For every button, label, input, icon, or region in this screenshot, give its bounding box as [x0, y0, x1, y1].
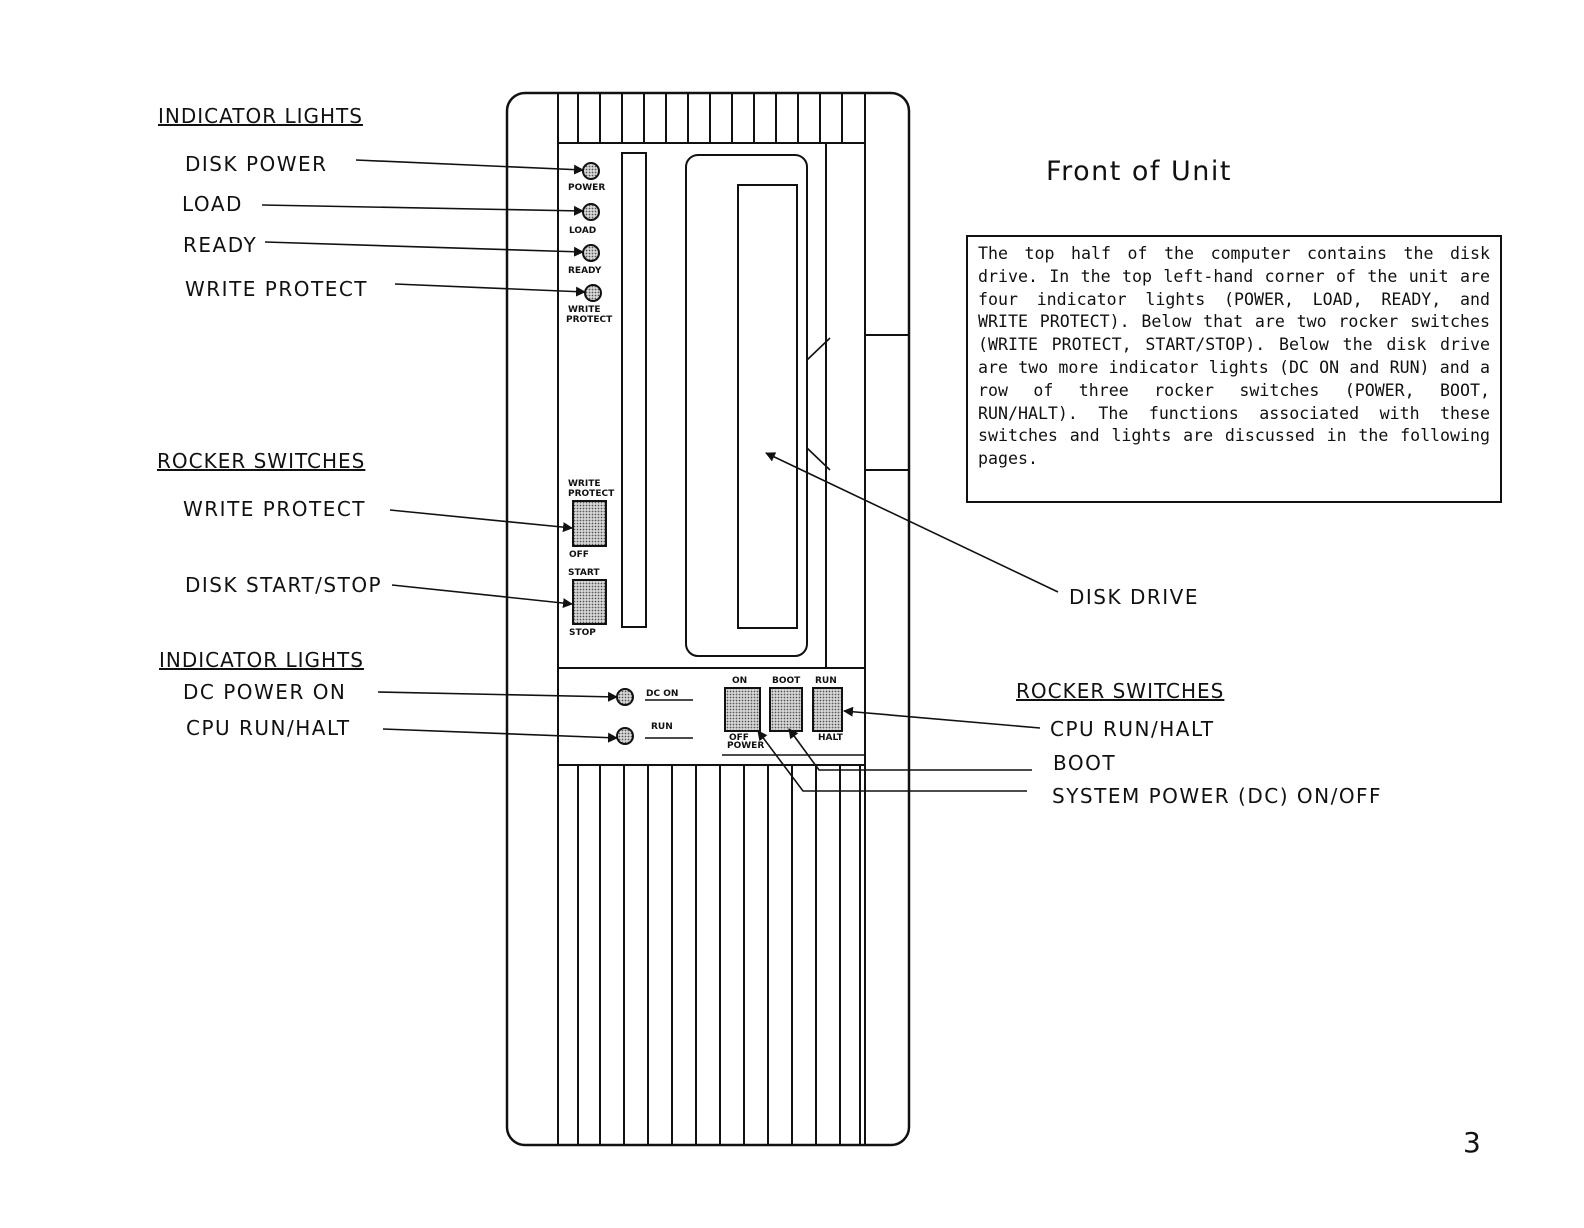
panel-label-write: WRITE: [568, 305, 601, 315]
callout-write-protect-switch: WRITE PROTECT: [183, 497, 366, 521]
panel-label-run: RUN: [651, 722, 673, 732]
side-cutout: [864, 334, 909, 471]
panel-label-stop: STOP: [569, 628, 596, 638]
callout-write-protect-light: WRITE PROTECT: [185, 277, 368, 301]
run-lamp: [616, 727, 634, 745]
disk-start-stop-switch[interactable]: [572, 579, 607, 625]
cpu-run-halt-switch[interactable]: [812, 687, 843, 732]
bottom-vents: [577, 765, 861, 1145]
boot-switch[interactable]: [769, 687, 803, 732]
dc-on-lamp: [616, 688, 634, 706]
indicator-channel: [621, 152, 647, 628]
panel-label-run-top: RUN: [815, 676, 837, 686]
page-number: 3: [1463, 1126, 1481, 1159]
panel-label-wp-top2: PROTECT: [568, 489, 615, 499]
top-indicator-lamps: [582, 162, 602, 302]
system-power-switch[interactable]: [724, 687, 761, 732]
disk-drive-leader: [765, 452, 1059, 593]
panel-label-dc-on: DC ON: [646, 689, 678, 699]
callout-ready: READY: [183, 233, 257, 257]
callout-disk-drive: DISK DRIVE: [1069, 585, 1199, 609]
panel-label-off-bottom: OFF: [729, 733, 749, 743]
panel-label-wp-top1: WRITE: [568, 479, 601, 489]
group-rocker-switches-left: ROCKER SWITCHES: [157, 449, 365, 473]
page-title: Front of Unit: [1046, 156, 1232, 187]
cabinet: [505, 91, 911, 1147]
description-box: The top half of the computer contains th…: [966, 235, 1502, 503]
control-strip: [558, 667, 865, 766]
panel-label-protect: PROTECT: [566, 315, 613, 325]
ready-lamp: [582, 244, 600, 262]
callout-disk-power: DISK POWER: [185, 152, 328, 176]
panel-label-off: OFF: [569, 550, 589, 560]
callout-cpu-run-halt-light: CPU RUN/HALT: [186, 716, 351, 740]
left-leader-lines: [261, 159, 618, 743]
panel-label-power-bottom: POWER: [727, 741, 764, 751]
panel-label-halt: HALT: [818, 733, 844, 743]
panel-label-start: START: [568, 568, 600, 578]
callout-system-power: SYSTEM POWER (DC) ON/OFF: [1052, 784, 1382, 808]
group-indicator-lights-top: INDICATOR LIGHTS: [158, 104, 363, 128]
panel-label-load: LOAD: [569, 226, 596, 236]
write-protect-lamp: [584, 284, 602, 302]
callout-load: LOAD: [182, 192, 243, 216]
front-panel: [557, 92, 866, 1146]
load-lamp: [582, 203, 600, 221]
callout-dc-power-on: DC POWER ON: [183, 680, 346, 704]
panel-label-power: POWER: [568, 183, 605, 193]
disk-drive: [621, 152, 808, 657]
group-indicator-lights-bottom: INDICATOR LIGHTS: [159, 648, 364, 672]
panel-label-boot: BOOT: [772, 676, 801, 686]
write-protect-switch[interactable]: [572, 500, 607, 547]
panel-label-on: ON: [732, 676, 747, 686]
group-rocker-switches-right: ROCKER SWITCHES: [1016, 679, 1224, 703]
power-lamp: [582, 162, 600, 180]
disk-drive-slot: [737, 184, 798, 629]
right-leader-lines: [757, 706, 1041, 792]
description-text: The top half of the computer contains th…: [978, 244, 1490, 469]
callout-boot: BOOT: [1053, 751, 1116, 775]
panel-label-ready: READY: [568, 266, 602, 276]
disk-drive-bezel: [685, 154, 808, 657]
callout-disk-start-stop: DISK START/STOP: [185, 573, 382, 597]
top-vents: [558, 93, 865, 668]
callout-cpu-run-halt-switch: CPU RUN/HALT: [1050, 717, 1215, 741]
